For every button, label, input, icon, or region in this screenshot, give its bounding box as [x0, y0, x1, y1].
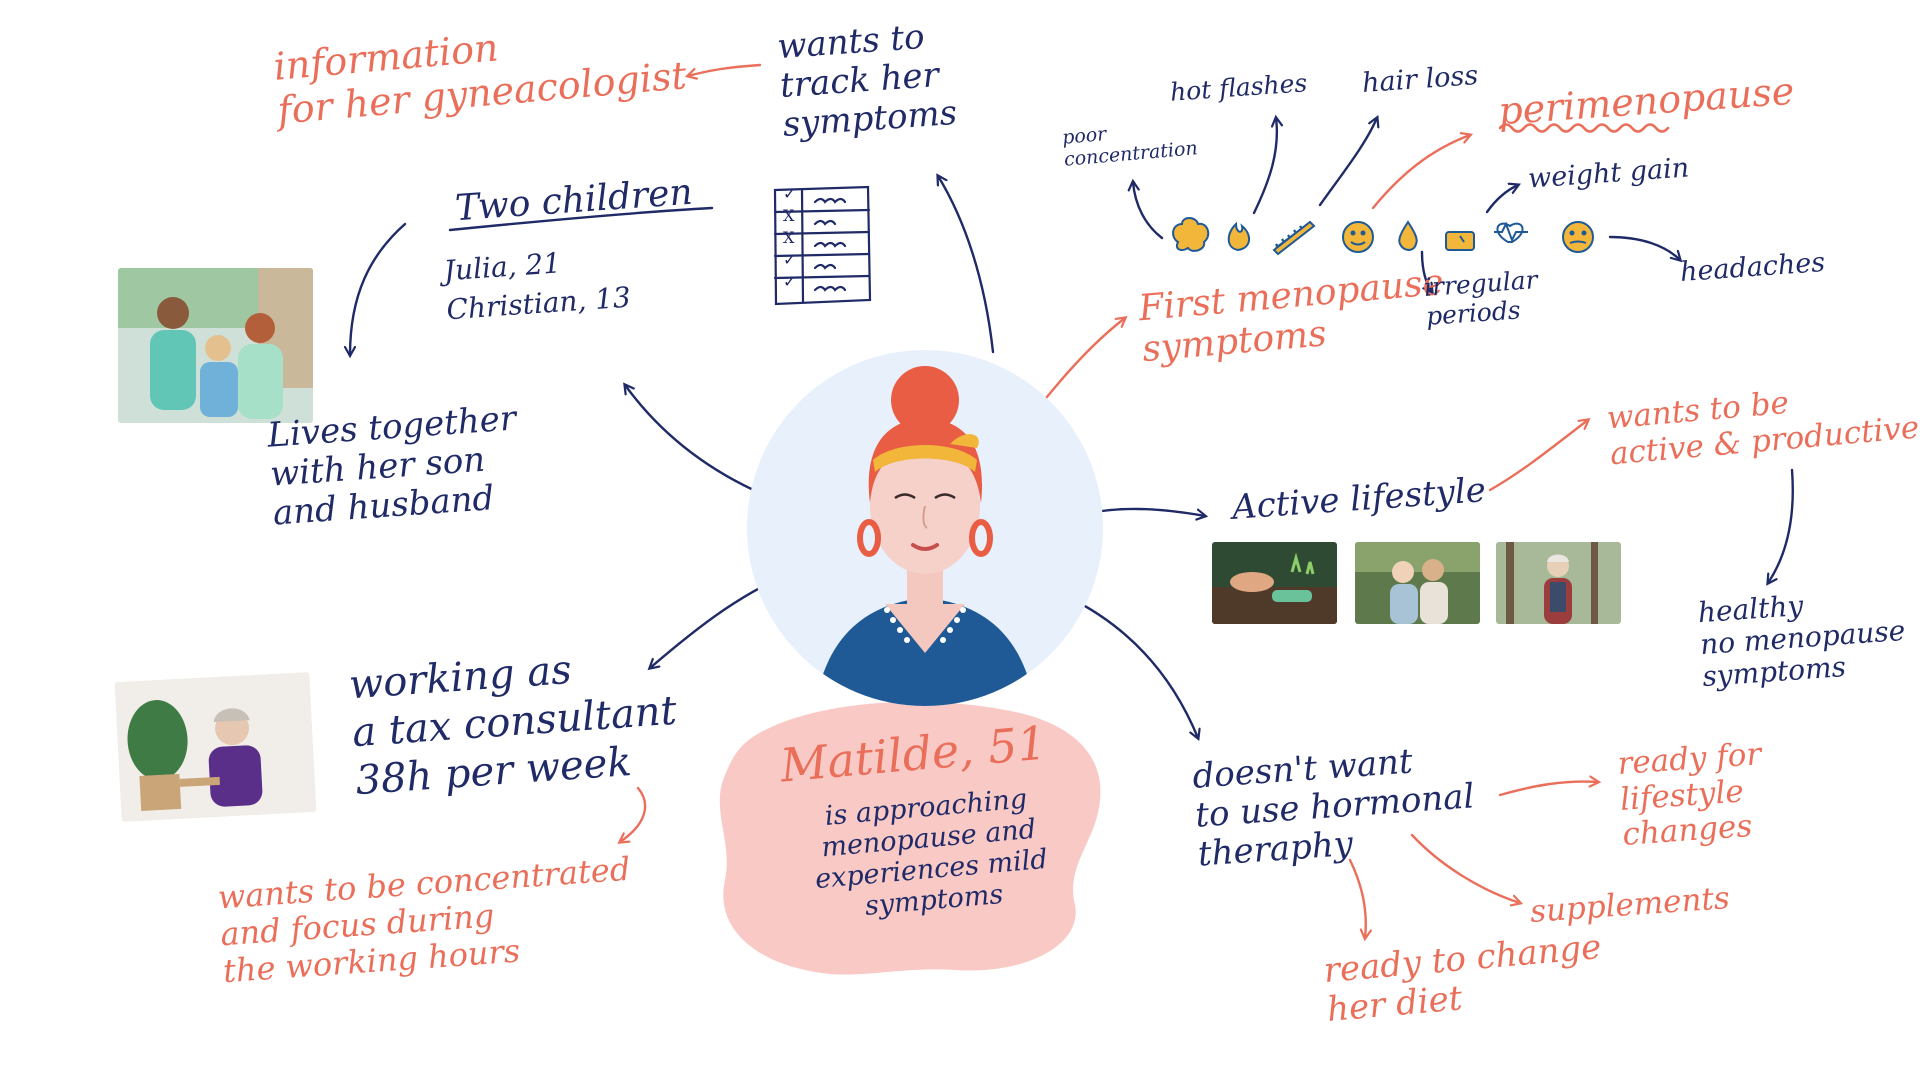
comb-icon: [1272, 220, 1316, 256]
brain-icon: [1172, 217, 1210, 252]
heartbeat-icon: [1494, 221, 1528, 243]
ready-lifestyle-text: ready for lifestyle changes: [1616, 736, 1767, 854]
dizzy-face-icon: [1562, 221, 1594, 253]
arrow-to-information: [688, 63, 762, 76]
persona-highlight-blob: [719, 701, 1101, 975]
arrow-to-perimenopause: [1371, 135, 1470, 210]
children-list: Julia, 21 Christian, 13: [442, 239, 632, 330]
drop-icon: [1398, 220, 1418, 251]
checklist-mark-3: X: [783, 228, 795, 247]
arrow-to-diet: [1348, 858, 1366, 938]
arrow-to-focus: [620, 786, 647, 842]
checklist-mark-2: X: [783, 206, 795, 225]
arrow-to-hairloss: [1318, 118, 1377, 207]
arrow-to-periods: [1420, 250, 1432, 292]
sweating-face-icon: [1342, 221, 1374, 253]
checklist-mark-4: ✓: [783, 250, 797, 269]
arrow-to-hotflashes: [1252, 118, 1277, 215]
arrow-to-headaches: [1608, 235, 1680, 260]
two-children-underline: [448, 206, 714, 232]
family-photo: [118, 268, 313, 423]
arrow-to-weightgain: [1485, 185, 1518, 214]
arrow-to-hormonal: [1066, 595, 1198, 738]
arrow-children-to-photo: [350, 222, 407, 355]
flame-icon: [1227, 221, 1250, 252]
job-description-text: working as a tax consultant 38h per week: [347, 639, 681, 805]
checklist-mark-5: ✓: [783, 272, 797, 291]
hiking-photo: [1496, 542, 1621, 624]
consultant-photo: [114, 671, 317, 823]
no-hormonal-therapy-text: doesn't want to use hormonal theraphy: [1191, 738, 1478, 875]
healthy-text: healthy no menopause symptoms: [1697, 583, 1909, 694]
friends-photo: [1355, 542, 1480, 624]
scale-icon: [1445, 231, 1475, 251]
symptom-icon-row: [1172, 217, 1594, 256]
irregular-periods-label: irregular periods: [1423, 265, 1540, 331]
persona-avatar: [747, 350, 1103, 706]
arrow-to-tracking: [938, 176, 995, 354]
arrow-to-wants-active: [1488, 420, 1588, 492]
symptom-checklist: [773, 185, 872, 306]
arrow-to-supplements: [1410, 833, 1520, 903]
gardening-photo: [1212, 542, 1337, 624]
checklist-mark-1: ✓: [783, 184, 797, 203]
perimenopause-underline: [1498, 123, 1670, 133]
arrow-to-ready-lifestyle: [1498, 782, 1598, 797]
wants-to-track-text: wants to track her symptoms: [776, 16, 958, 145]
arrow-lifestyle-to-healthy: [1768, 468, 1794, 583]
arrow-to-concentration: [1133, 182, 1164, 240]
persona-description: is approaching menopause and experiences…: [780, 780, 1080, 929]
lives-together-text: Lives together with her son and husband: [266, 398, 523, 533]
